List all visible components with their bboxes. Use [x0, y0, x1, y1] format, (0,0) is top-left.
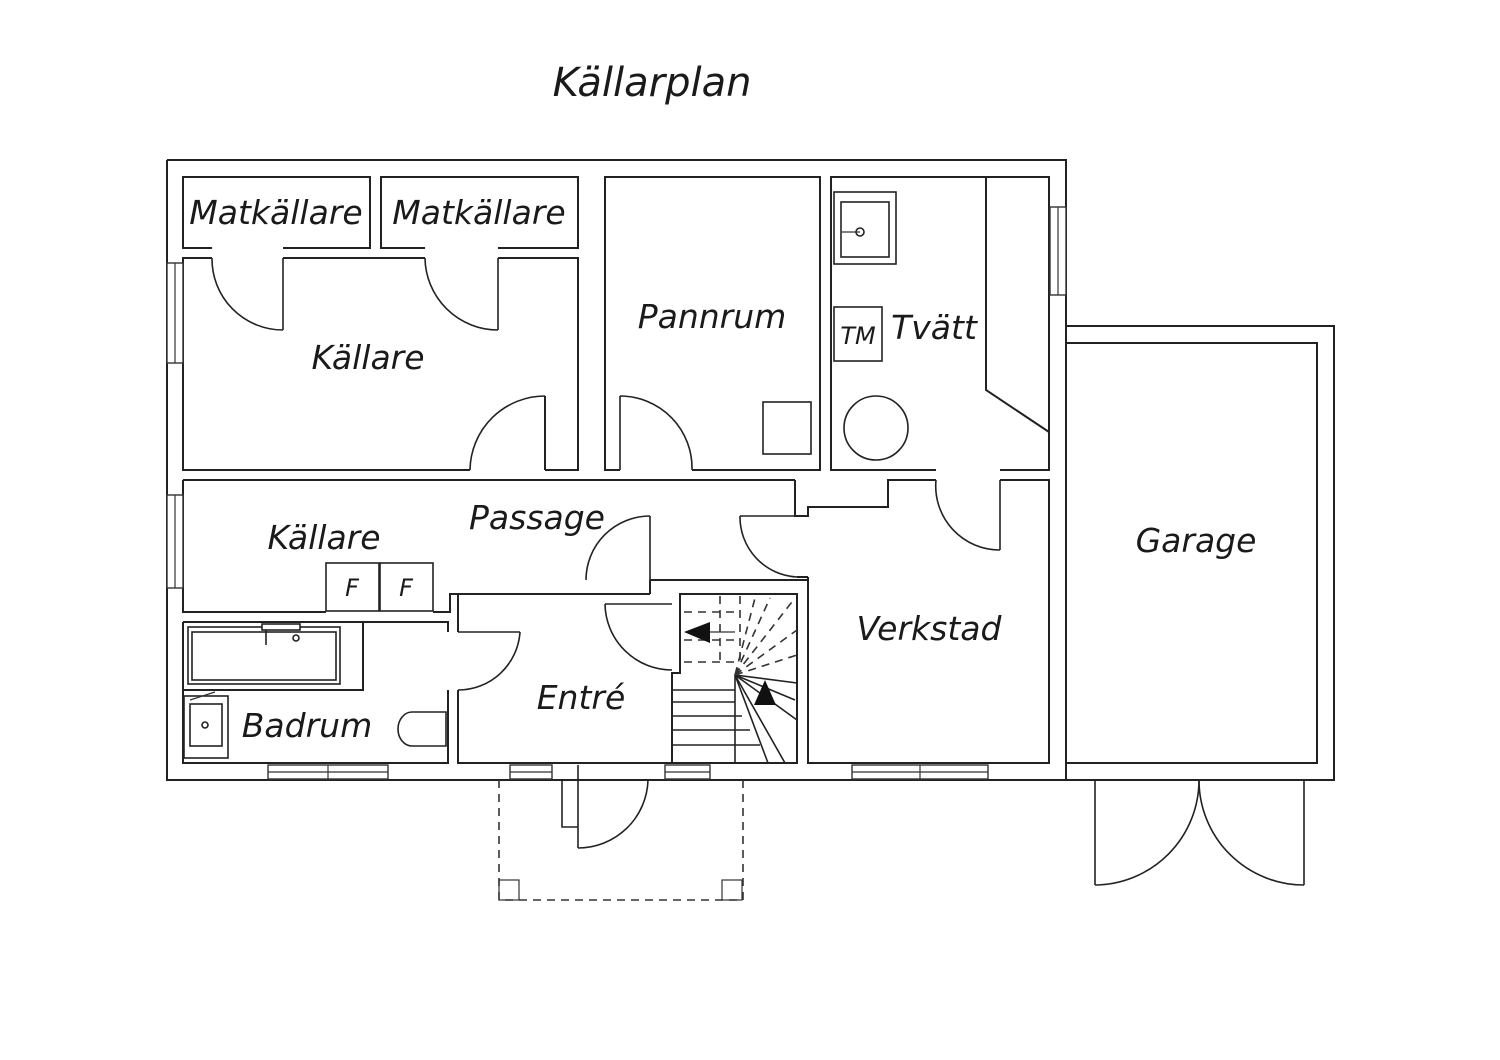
- room-pannrum: [604, 176, 821, 471]
- stair-arrow-up: [754, 680, 776, 705]
- room-tvatt: [830, 176, 1050, 471]
- porch: [498, 780, 744, 901]
- label-pannrum: Pannrum: [638, 297, 787, 336]
- plan-title: Källarplan: [553, 60, 752, 106]
- room-matkallare-2: [380, 176, 579, 249]
- doors: [211, 257, 1305, 886]
- boiler-box: [762, 401, 812, 455]
- label-tvatt: Tvätt: [891, 308, 978, 347]
- label-freezer-1: F: [345, 574, 360, 602]
- label-badrum: Badrum: [242, 706, 372, 745]
- bathtub-faucet: [261, 623, 301, 631]
- label-passage: Passage: [469, 498, 605, 537]
- freezer-1-box: [325, 562, 380, 612]
- tm-box: [833, 306, 883, 362]
- room-garage: [1065, 342, 1318, 764]
- washbasin-drain: [201, 721, 209, 729]
- toilet: [397, 711, 447, 747]
- freezer-2-box: [379, 562, 434, 612]
- label-kallare-1: Källare: [311, 338, 424, 377]
- room-matkallare-1: [182, 176, 371, 249]
- label-garage: Garage: [1136, 521, 1257, 560]
- label-freezer-2: F: [399, 574, 414, 602]
- bathtub-drain: [292, 634, 300, 642]
- label-kallare-2: Källare: [267, 518, 380, 557]
- label-matkallare-1: Matkällare: [189, 193, 362, 232]
- label-verkstad: Verkstad: [857, 609, 1003, 648]
- label-tm: TM: [840, 322, 876, 350]
- bathtub-inner: [191, 631, 337, 681]
- label-matkallare-2: Matkällare: [392, 193, 565, 232]
- room-kallare-2: [182, 479, 795, 613]
- sink-basin: [840, 201, 890, 258]
- staircase: [672, 596, 798, 764]
- stair-arrow-left: [684, 622, 710, 643]
- room-entre: [457, 593, 798, 764]
- room-badrum: [182, 621, 449, 764]
- windows: [166, 206, 1067, 780]
- tvatt-round-fixture: [843, 395, 909, 461]
- label-entre: Entré: [537, 678, 626, 717]
- room-kallare-1: [182, 257, 579, 471]
